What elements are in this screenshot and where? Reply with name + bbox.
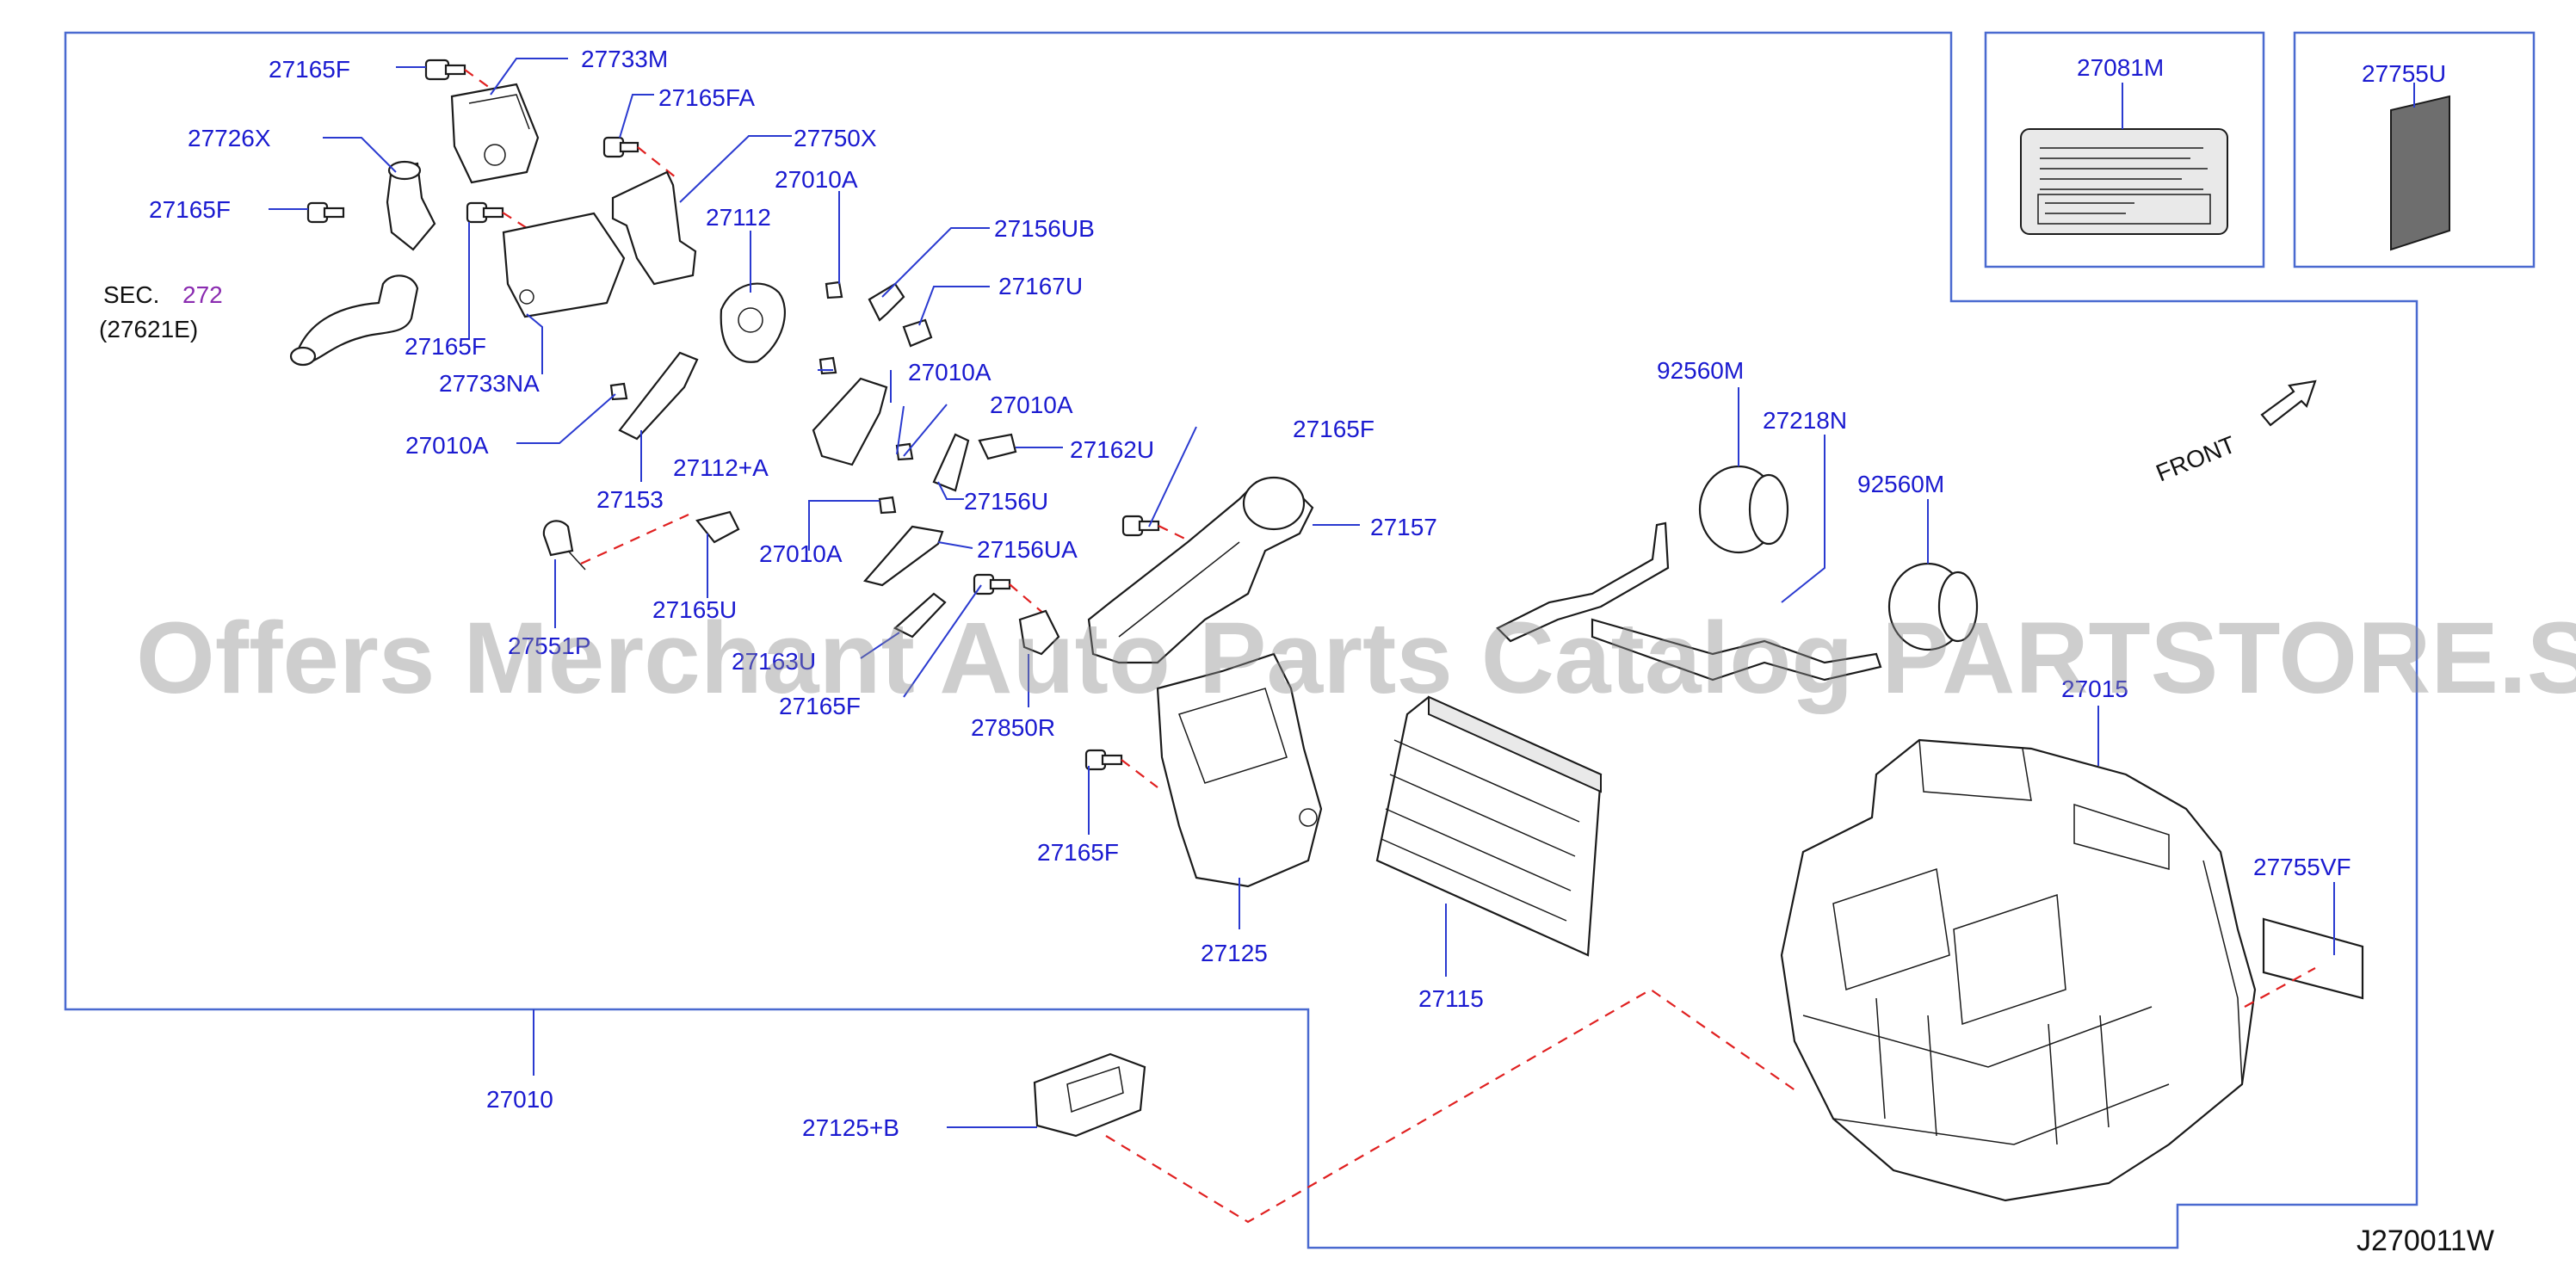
part-label: 92560M (1857, 471, 1944, 497)
part-label: 27850R (971, 714, 1055, 741)
part-label: 27165F (405, 333, 486, 360)
rod-holder-part (902, 318, 933, 348)
part-label: 27112 (706, 204, 771, 231)
actuator-motor-part (450, 83, 540, 184)
caution-label-sticker (2020, 83, 2228, 235)
heater-unit-cover-part (1156, 652, 1323, 888)
part-label: 27162U (1070, 436, 1154, 463)
screw-icon (424, 59, 466, 81)
part-label: 92560M (1657, 357, 1744, 384)
diagram-code: J270011W (2357, 1225, 2494, 1257)
part-label: 27010A (775, 166, 858, 193)
part-label: 27115 (1418, 985, 1484, 1012)
duct-joint-part (1033, 1052, 1146, 1138)
part-label: 27156UA (977, 536, 1078, 563)
part-label: 27156U (964, 488, 1048, 515)
part-label: 27125+B (802, 1114, 899, 1141)
part-label: 27755U (2362, 60, 2446, 87)
duct-clip-part (1018, 609, 1060, 656)
part-label: 27157 (1370, 514, 1437, 540)
link-rod-part (893, 592, 947, 638)
part-label: 27010A (759, 540, 843, 567)
part-label: 27165F (149, 196, 231, 223)
door-link-rod-part (618, 351, 699, 441)
screw-icon (466, 201, 504, 224)
mounting-bracket-part (611, 170, 697, 286)
air-filter-part (2390, 83, 2450, 251)
wire-harness-clip-part (542, 520, 586, 571)
part-label: 27733NA (439, 370, 540, 397)
section-ref-part: (27621E) (99, 316, 198, 342)
actuator-motor-part (502, 212, 626, 318)
part-label: 27153 (596, 486, 664, 513)
part-label: 27165U (652, 596, 737, 623)
heater-cooling-unit-part (1780, 738, 2257, 1202)
cam-lever-part (720, 282, 786, 363)
filter-part-box (2293, 31, 2536, 268)
clip-part (825, 281, 843, 299)
sub-lever-part (862, 525, 944, 587)
part-label: 27551P (508, 632, 591, 659)
screw-icon (602, 136, 639, 158)
assembly-group-frame (64, 31, 2418, 1249)
part-label: 27112+A (673, 454, 769, 481)
section-ref-label: SEC. (103, 281, 159, 308)
aspirator-duct-part (289, 275, 419, 367)
temperature-sensor-part (386, 160, 436, 251)
part-label: 27726X (188, 125, 271, 151)
sub-lever-part (868, 282, 905, 322)
part-label: 27750X (794, 125, 877, 151)
grommet-part (1698, 465, 1789, 554)
main-link-lever-part (812, 377, 888, 466)
grommet-part (1887, 562, 1979, 651)
part-label: 27165FA (658, 84, 755, 111)
part-label: 27081M (2077, 54, 2164, 81)
part-label: 27165F (1293, 416, 1374, 442)
part-label: 27218N (1763, 407, 1847, 434)
part-label: 27010A (908, 359, 991, 386)
part-label: 27010 (486, 1086, 553, 1113)
heater-core-part (1375, 695, 1603, 957)
part-label: 27125 (1201, 940, 1268, 966)
filter-cover-part (2262, 917, 2364, 1000)
clip-part (819, 356, 837, 375)
clip-part (895, 442, 914, 461)
part-label: 27733M (581, 46, 668, 72)
screw-icon (306, 201, 345, 224)
front-direction-arrow-icon (2260, 379, 2317, 427)
part-label: 27165F (1037, 839, 1119, 866)
part-label: 27167U (998, 273, 1083, 299)
rod-end-part (978, 433, 1017, 460)
part-label: 27755VF (2253, 854, 2351, 880)
part-label: 27010A (405, 432, 489, 459)
heater-pipe-part (1496, 521, 1882, 682)
part-label: 27015 (2061, 676, 2128, 702)
part-label: 27165F (269, 56, 350, 83)
section-ref-number: 272 (182, 281, 223, 308)
label-part-box (1984, 31, 2265, 268)
screw-icon (1084, 749, 1123, 771)
rod-holder-part (695, 510, 740, 544)
part-label: 27165F (779, 693, 861, 719)
screw-icon (973, 573, 1011, 595)
front-label: FRONT (2153, 431, 2239, 487)
heater-duct-part (1087, 476, 1314, 664)
clip-part (878, 496, 897, 515)
sub-lever-part (932, 433, 970, 492)
watermark: Offers Merchant Auto Parts Catalog PARTS… (136, 601, 2576, 715)
part-label: 27156UB (994, 215, 1095, 242)
part-label: 27010A (990, 392, 1073, 418)
part-label: 27163U (732, 648, 816, 675)
